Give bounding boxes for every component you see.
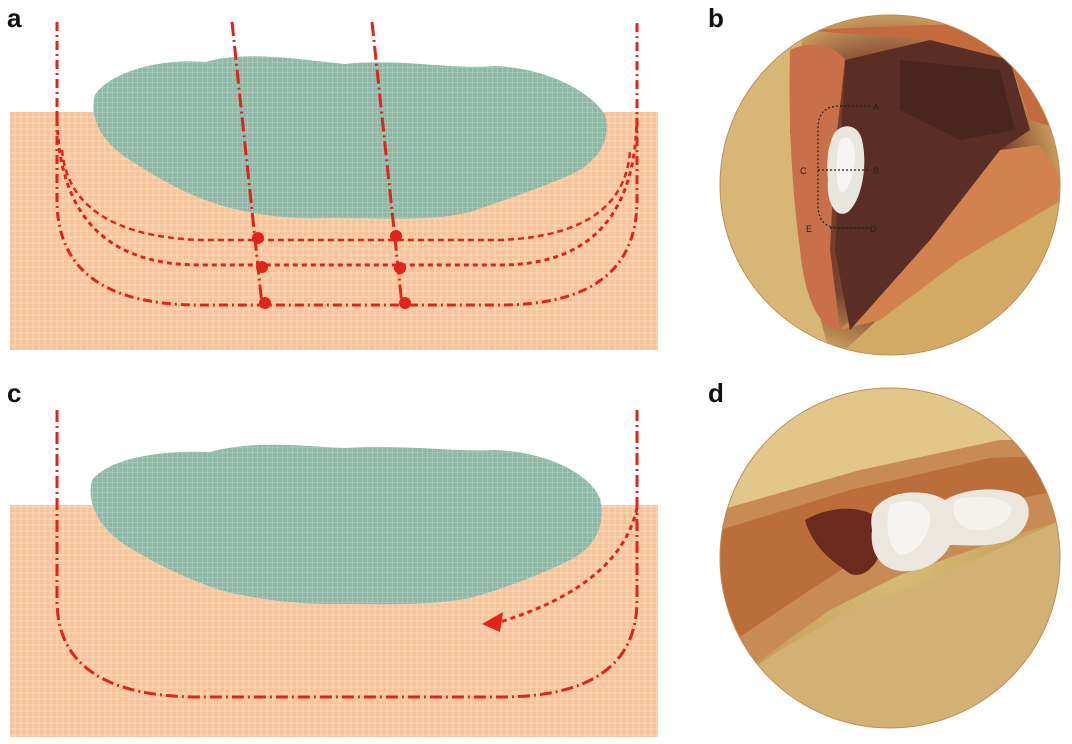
- panel-a-diagram: [10, 22, 658, 350]
- panel-d-endoscopic-view: [720, 388, 1062, 728]
- marker-E: E: [806, 224, 812, 234]
- panel-c-diagram: [10, 410, 658, 737]
- panel-b-endoscopic-view: A B C D E: [715, 15, 1062, 355]
- marker-D: D: [870, 224, 877, 234]
- marker-A: A: [873, 102, 879, 112]
- marker-C: C: [800, 166, 807, 176]
- marker-B: B: [873, 166, 879, 176]
